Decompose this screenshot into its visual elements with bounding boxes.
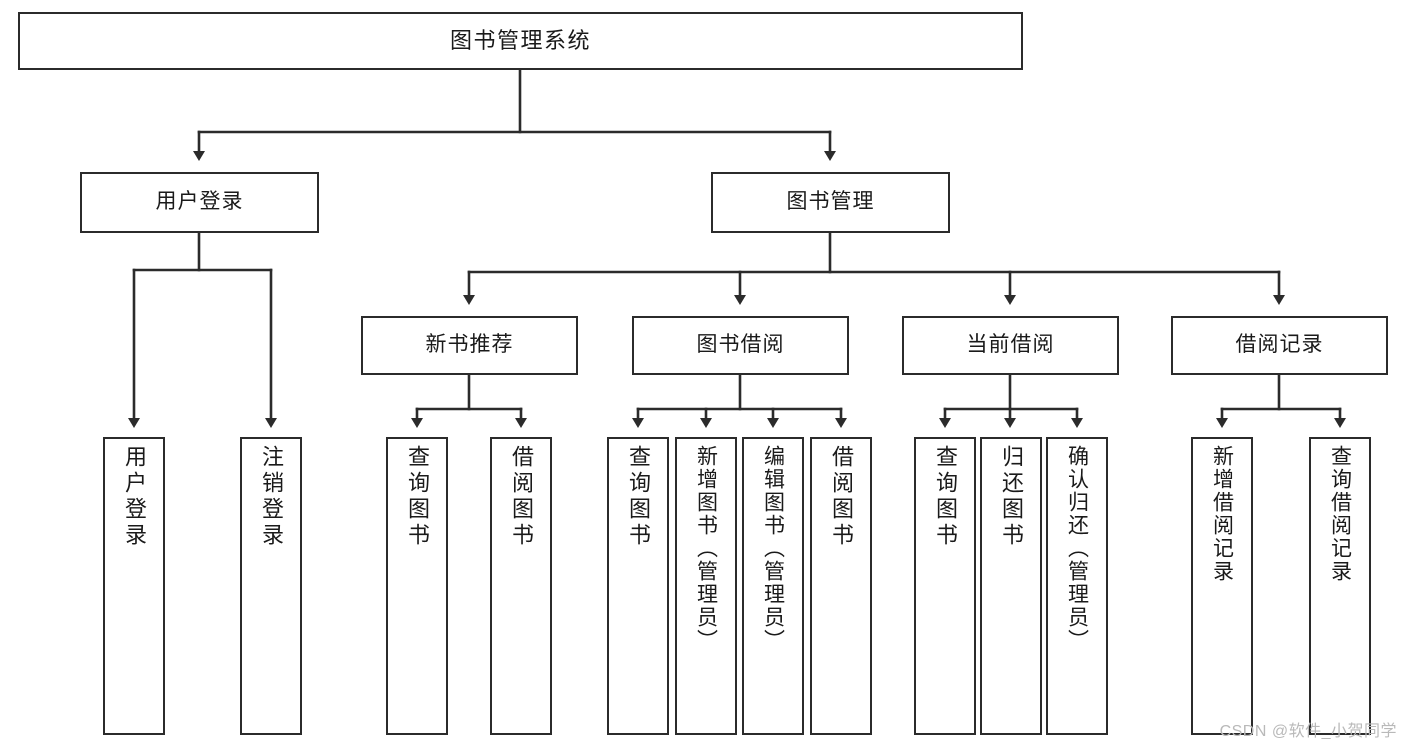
node-label: 编辑图书（管理员） — [761, 445, 785, 652]
node-label: 查询图书 — [405, 445, 430, 549]
leaf-return-book[interactable]: 归还图书 — [980, 437, 1042, 735]
leaf-borrow-book[interactable]: 借阅图书 — [810, 437, 872, 735]
node-label: 归还图书 — [999, 445, 1024, 549]
node-label: 图书管理 — [786, 190, 875, 214]
node-label: 借阅记录 — [1235, 333, 1324, 357]
leaf-confirm-return-admin[interactable]: 确认归还（管理员） — [1046, 437, 1108, 735]
leaf-query-book-current[interactable]: 查询图书 — [914, 437, 976, 735]
node-label: 新增借阅记录 — [1210, 445, 1234, 583]
node-label: 查询借阅记录 — [1328, 445, 1352, 583]
node-label: 查询图书 — [626, 445, 651, 549]
leaf-add-borrow-record[interactable]: 新增借阅记录 — [1191, 437, 1253, 735]
leaf-add-book-admin[interactable]: 新增图书（管理员） — [675, 437, 737, 735]
leaf-logout-login[interactable]: 注销登录 — [240, 437, 302, 735]
node-label: 当前借阅 — [966, 333, 1055, 357]
node-label: 借阅图书 — [509, 445, 534, 549]
node-root-system[interactable]: 图书管理系统 — [18, 12, 1023, 70]
csdn-watermark: CSDN @软件_小贺同学 — [1219, 723, 1397, 740]
node-label: 新书推荐 — [425, 333, 514, 357]
node-user-login[interactable]: 用户登录 — [80, 172, 319, 233]
node-label: 确认归还（管理员） — [1065, 445, 1089, 652]
node-book-manage[interactable]: 图书管理 — [711, 172, 950, 233]
node-new-book-recommend[interactable]: 新书推荐 — [361, 316, 578, 375]
node-label: 用户登录 — [155, 190, 244, 214]
node-label: 借阅图书 — [829, 445, 854, 549]
leaf-user-login[interactable]: 用户登录 — [103, 437, 165, 735]
node-label: 新增图书（管理员） — [694, 445, 718, 652]
leaf-borrow-book-recommend[interactable]: 借阅图书 — [490, 437, 552, 735]
node-borrow-record[interactable]: 借阅记录 — [1171, 316, 1388, 375]
node-label: 图书管理系统 — [449, 28, 591, 54]
leaf-query-book-recommend[interactable]: 查询图书 — [386, 437, 448, 735]
node-label: 查询图书 — [933, 445, 958, 549]
node-label: 图书借阅 — [696, 333, 785, 357]
leaf-query-borrow-record[interactable]: 查询借阅记录 — [1309, 437, 1371, 735]
node-label: 用户登录 — [122, 445, 147, 549]
node-current-borrow[interactable]: 当前借阅 — [902, 316, 1119, 375]
node-label: 注销登录 — [259, 445, 284, 549]
leaf-query-book-borrow[interactable]: 查询图书 — [607, 437, 669, 735]
leaf-edit-book-admin[interactable]: 编辑图书（管理员） — [742, 437, 804, 735]
node-book-borrow[interactable]: 图书借阅 — [632, 316, 849, 375]
